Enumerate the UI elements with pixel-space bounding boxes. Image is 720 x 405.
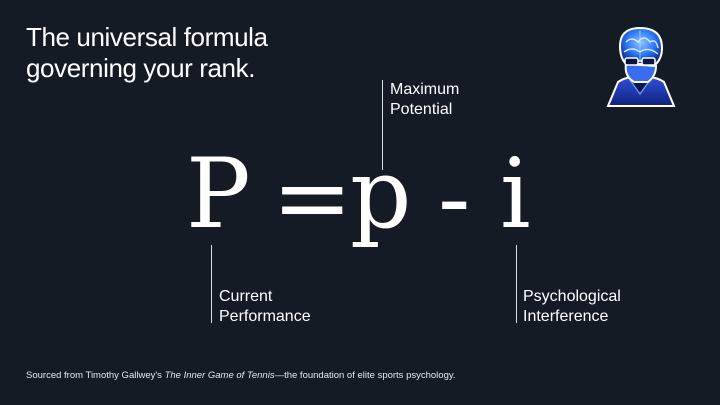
- formula-potential-symbol: p: [350, 138, 412, 250]
- maximum-potential-label-line-1: Maximum: [390, 81, 460, 98]
- formula-equals-sign: =: [272, 142, 353, 254]
- maximum-potential-label-line-2: Potential: [390, 101, 453, 118]
- source-prefix: Sourced from Timothy Gallwey's: [26, 370, 165, 381]
- formula-performance-symbol: P: [186, 138, 251, 250]
- title-line-2: governing your rank.: [26, 53, 256, 83]
- current-performance-label: Current Performance: [219, 287, 311, 327]
- source-citation: Sourced from Timothy Gallwey's The Inner…: [26, 370, 456, 381]
- maximum-potential-leader-line: [382, 80, 383, 170]
- current-performance-label-line-1: Current: [219, 288, 273, 305]
- page-title: The universal formula governing your ran…: [26, 22, 268, 84]
- psychological-interference-label: Psychological Interference: [523, 287, 621, 327]
- brain-avatar-icon: [600, 24, 680, 108]
- psychological-interference-label-line-2: Interference: [523, 308, 609, 325]
- source-book-title: The Inner Game of Tennis: [164, 370, 275, 381]
- psychological-interference-label-line-1: Psychological: [523, 288, 621, 305]
- current-performance-label-line-2: Performance: [219, 308, 311, 325]
- formula-interference-symbol: i: [500, 138, 531, 250]
- title-line-1: The universal formula: [26, 22, 268, 52]
- psychological-interference-leader-line: [516, 245, 517, 323]
- maximum-potential-label: Maximum Potential: [390, 80, 459, 120]
- formula-minus-sign: -: [438, 142, 471, 254]
- source-suffix: —the foundation of elite sports psycholo…: [274, 370, 456, 381]
- current-performance-leader-line: [211, 245, 212, 323]
